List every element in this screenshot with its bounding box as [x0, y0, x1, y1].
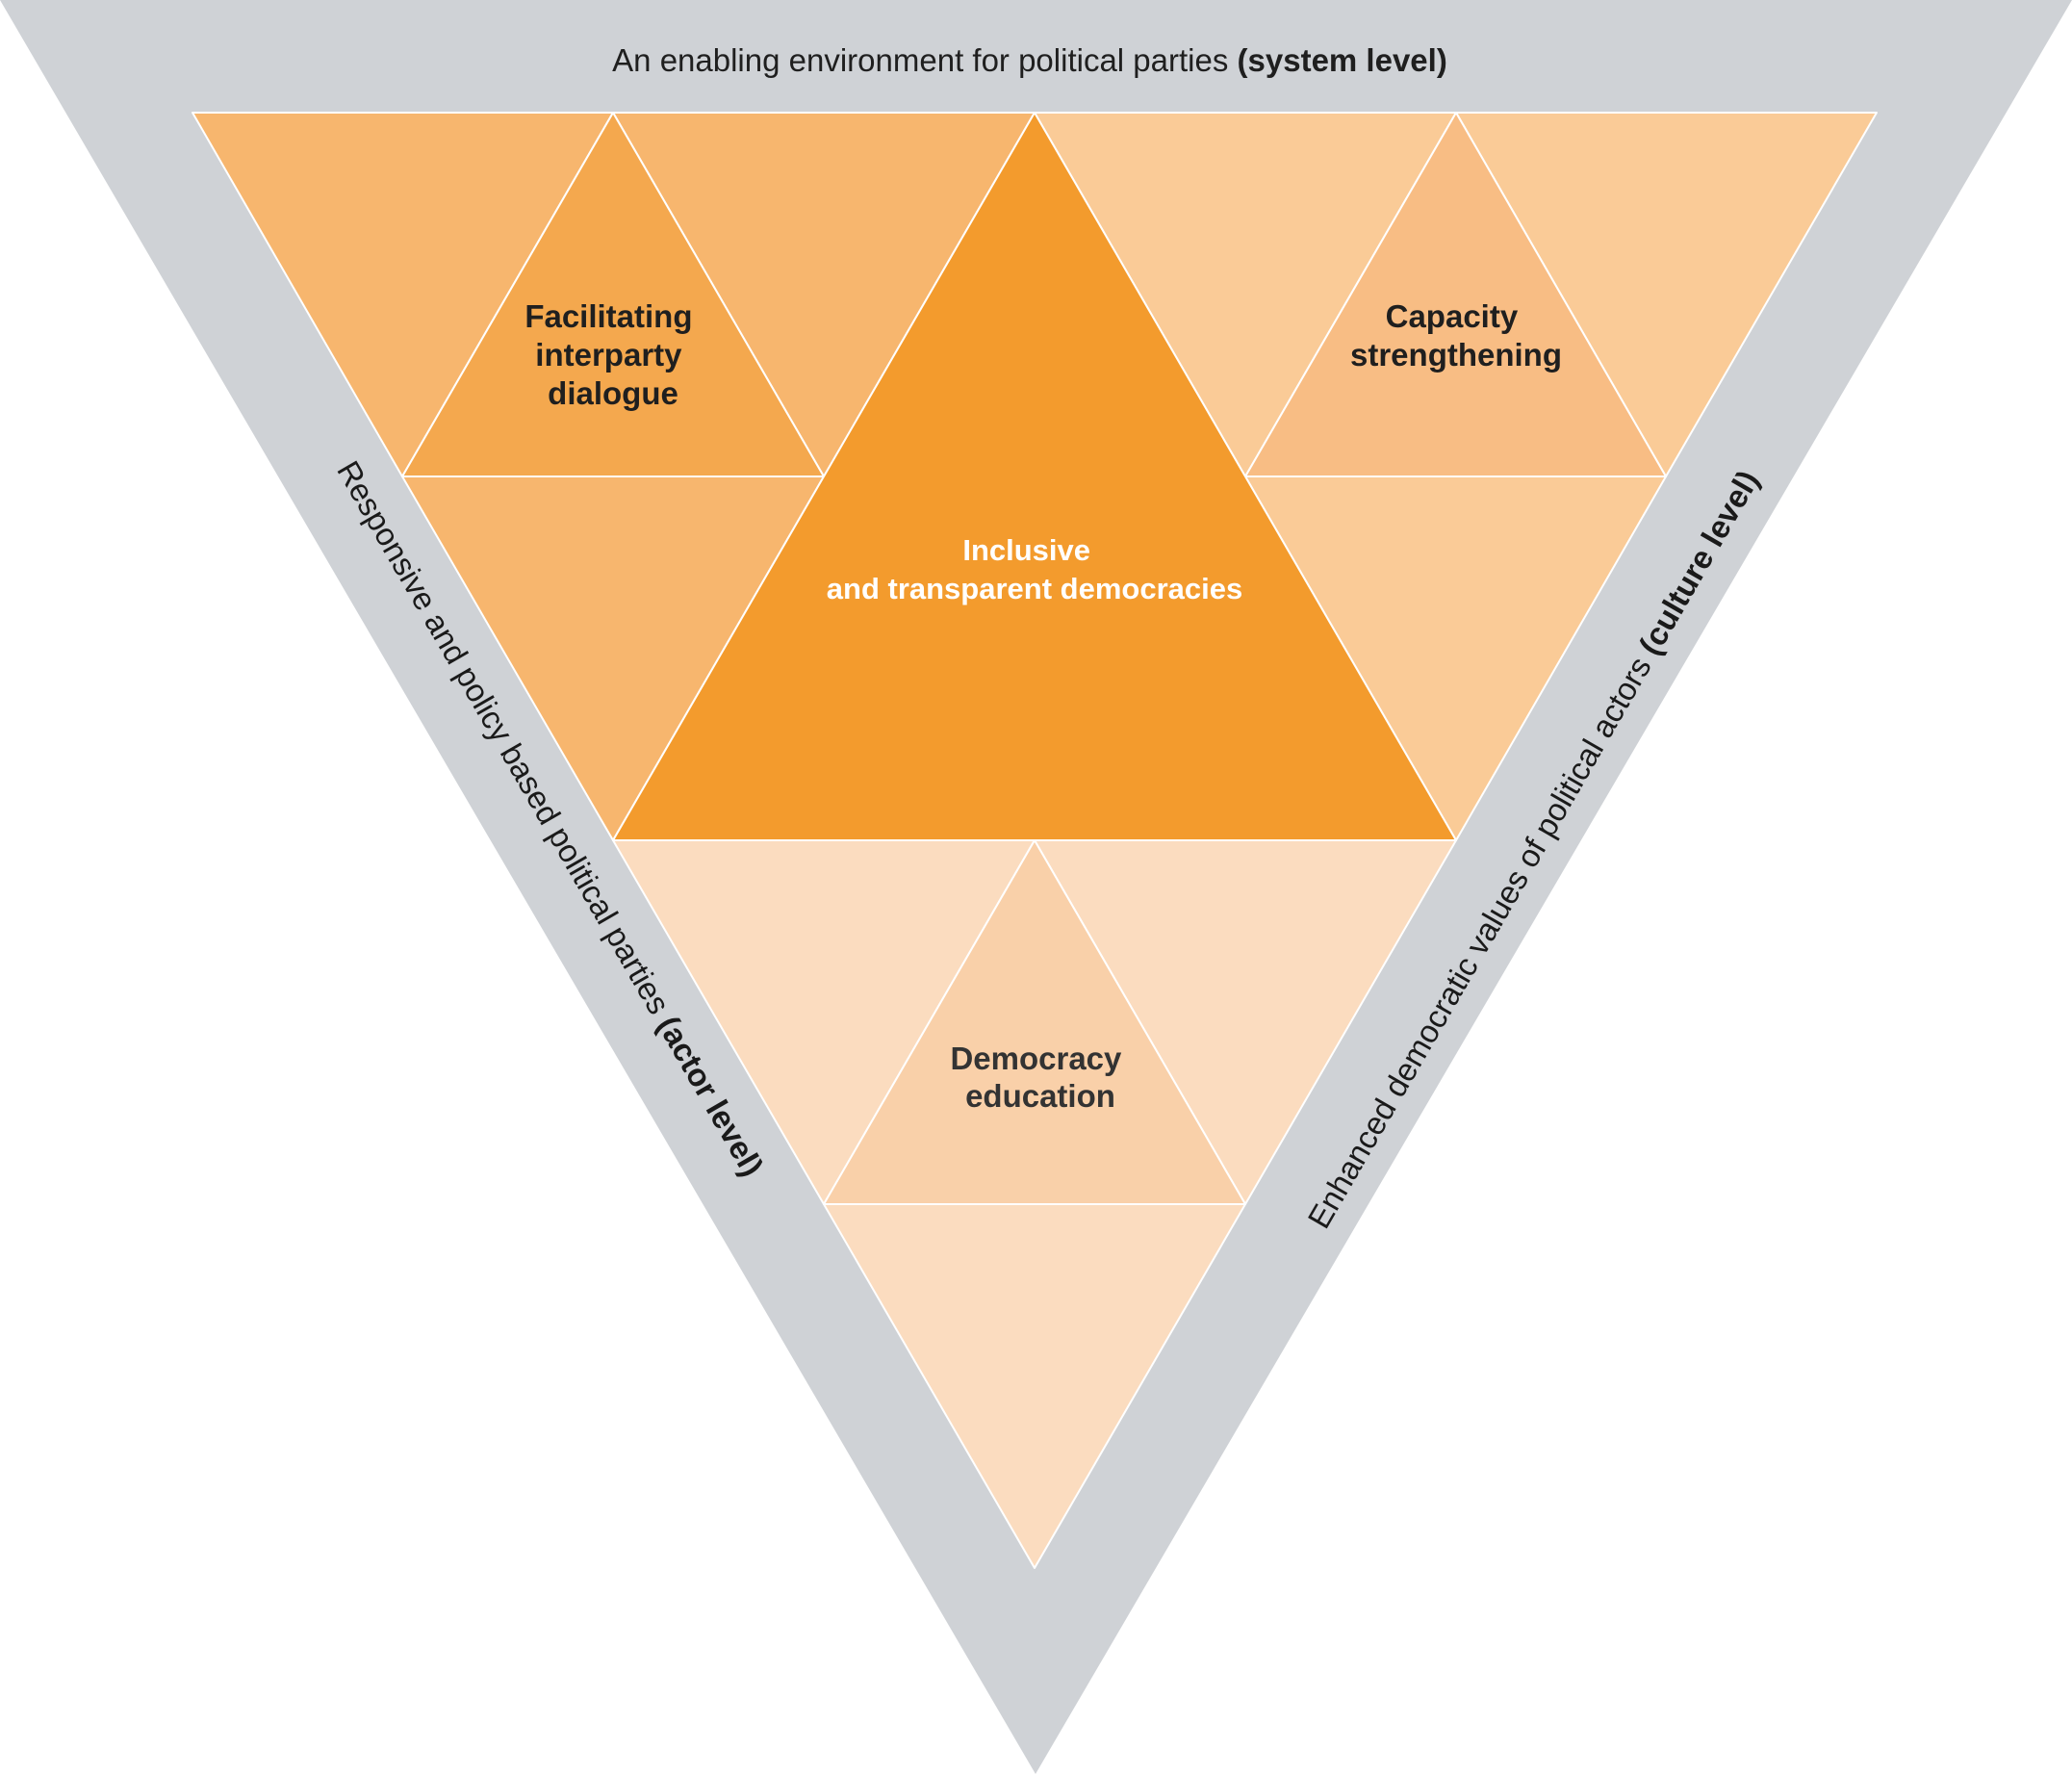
- label-education-line-1: Democracy: [950, 1041, 1122, 1076]
- label-interparty-dialogue: Facilitating interparty dialogue: [524, 298, 701, 411]
- label-dialogue-line-1: Facilitating: [524, 298, 692, 334]
- label-inclusive-democracies: Inclusive and transparent democracies: [827, 533, 1242, 605]
- outer-label-system-level: An enabling environment for political pa…: [612, 42, 1447, 78]
- label-dialogue-line-3: dialogue: [548, 375, 678, 411]
- segment-center-triangle: [612, 112, 1457, 841]
- label-dialogue-line-2: interparty: [535, 337, 682, 373]
- label-center-line-1: Inclusive: [962, 533, 1090, 567]
- label-center-line-2: and transparent democracies: [827, 572, 1242, 605]
- outer-label-system-prefix: An enabling environment for political pa…: [612, 42, 1237, 78]
- label-education-line-2: education: [965, 1078, 1115, 1114]
- label-capacity-line-2: strengthening: [1350, 337, 1562, 373]
- segment-capacity-triangle: [1244, 112, 1667, 477]
- label-capacity-line-1: Capacity: [1386, 298, 1519, 334]
- segments-group: [192, 112, 1878, 1569]
- segment-education-triangle: [823, 839, 1246, 1205]
- segment-dialogue-triangle: [401, 112, 825, 477]
- outer-label-system-bold: (system level): [1238, 42, 1447, 78]
- label-capacity-strengthening: Capacity strengthening: [1350, 298, 1562, 373]
- label-democracy-education: Democracy education: [950, 1041, 1130, 1114]
